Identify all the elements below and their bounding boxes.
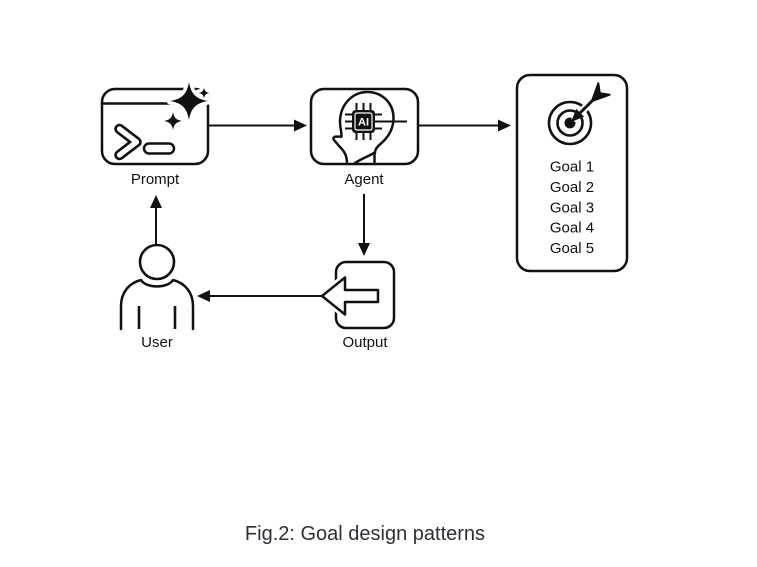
goal-item-2: Goal 2 — [550, 179, 594, 196]
jaw-line — [353, 151, 377, 165]
arrow-output-to-user — [197, 290, 322, 302]
output-node: Output — [318, 260, 396, 351]
agent-label: Agent — [344, 171, 384, 188]
goal-item-4: Goal 4 — [550, 220, 594, 237]
goal-item-3: Goal 3 — [550, 199, 594, 216]
sparkle-small — [198, 87, 210, 99]
goal-item-1: Goal 1 — [550, 159, 594, 176]
sparkle-medium — [164, 112, 182, 130]
arrowhead-up — [150, 195, 162, 208]
sparkles-icon — [160, 78, 213, 134]
ai-chip-label: AI — [358, 117, 369, 129]
dart-tip — [571, 108, 585, 122]
terminal-icon — [102, 102, 176, 161]
user-node: User — [119, 243, 195, 351]
chip-pins — [345, 103, 407, 140]
arrowhead-right — [498, 119, 511, 132]
sparkle-large — [170, 82, 208, 120]
cursor-dash — [142, 142, 176, 155]
arrowhead-right — [294, 119, 307, 132]
figure-caption: Fig.2: Goal design patterns — [245, 523, 485, 545]
prompt-label: Prompt — [131, 171, 180, 188]
dart-fletching — [591, 82, 611, 102]
user-torso — [119, 278, 195, 331]
arrow-agent-to-goals — [419, 119, 511, 132]
arrow-user-to-prompt — [150, 195, 162, 244]
user-icon — [119, 243, 195, 331]
prompt-node: Prompt — [100, 78, 213, 188]
arrow-prompt-to-agent — [209, 119, 307, 132]
agent-node: AI Agent — [309, 87, 420, 188]
goals-node: Goal 1 Goal 2 Goal 3 Goal 4 Goal 5 — [515, 73, 629, 273]
arrow-agent-to-output — [358, 194, 370, 256]
goal-item-5: Goal 5 — [550, 240, 594, 257]
output-label: Output — [342, 334, 388, 351]
arrowhead-left — [197, 290, 210, 302]
user-head — [138, 243, 176, 281]
output-arrow-icon — [318, 273, 382, 319]
goals-box — [515, 73, 629, 273]
user-label: User — [141, 334, 173, 351]
arrowhead-down — [358, 243, 370, 256]
ai-head-icon: AI — [332, 90, 407, 166]
target-icon — [547, 82, 611, 146]
ai-chip — [352, 110, 375, 133]
